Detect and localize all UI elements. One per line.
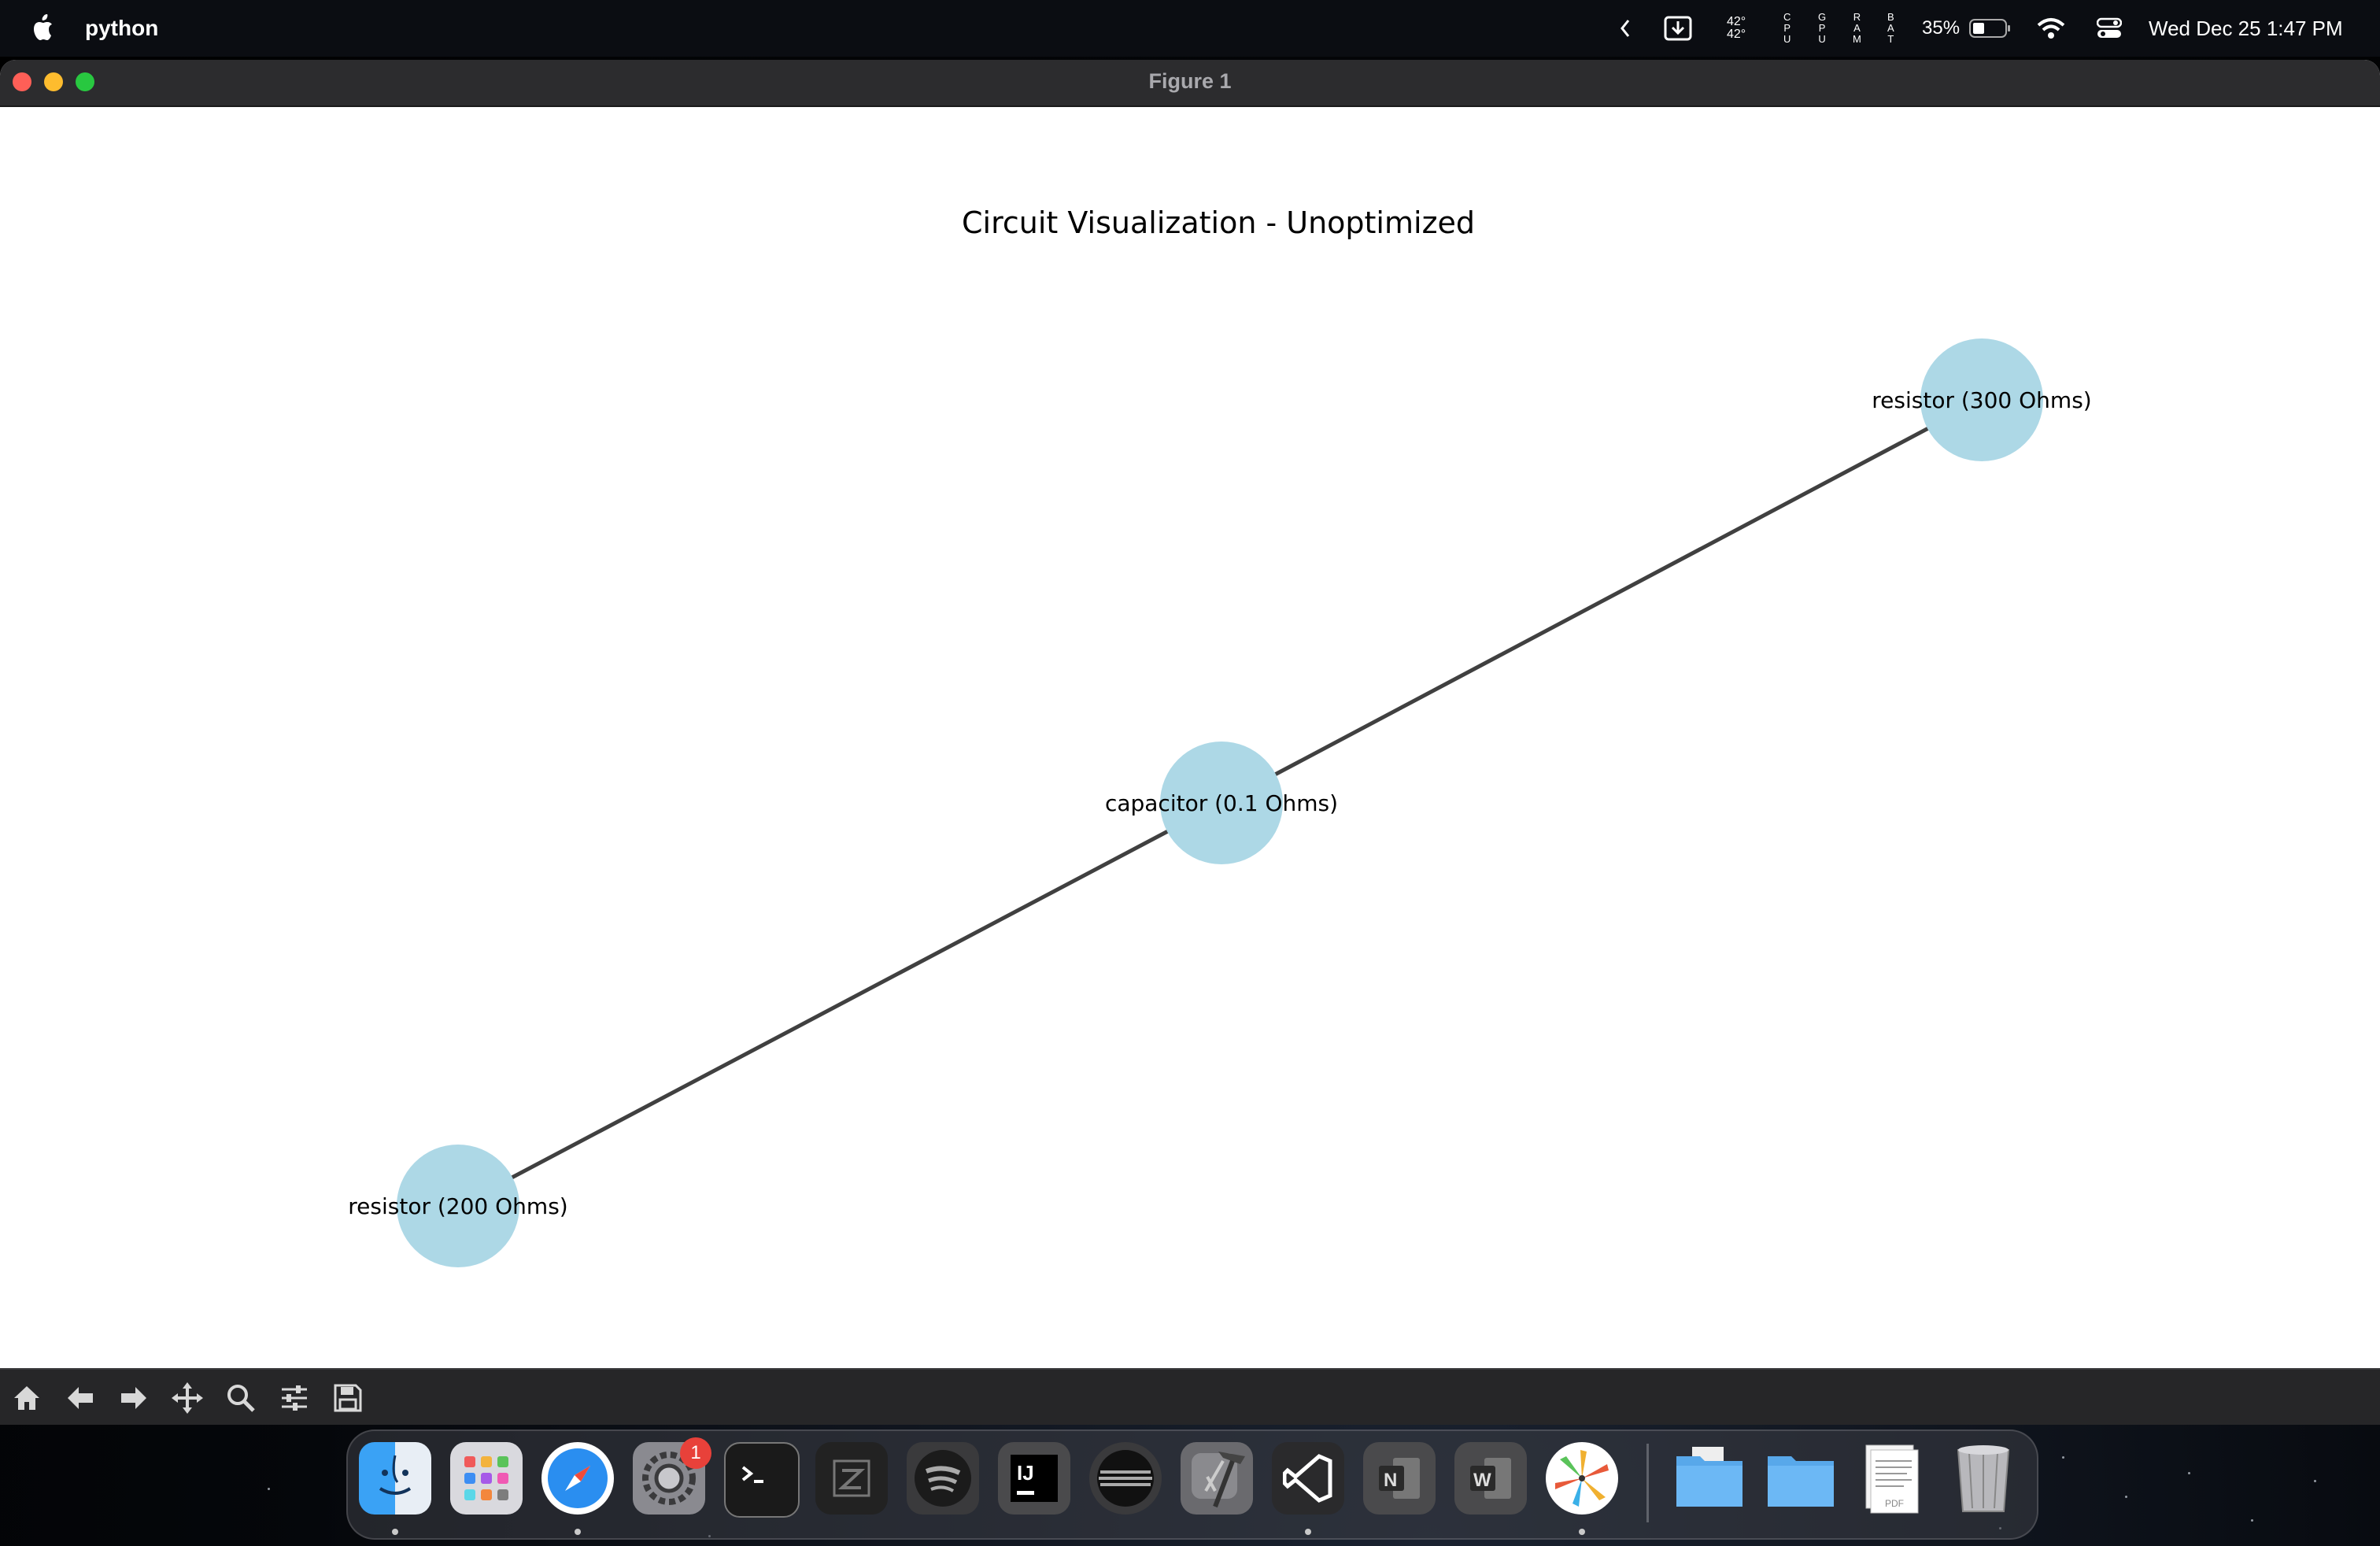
graph-node-label: resistor (200 Ohms)	[348, 1193, 567, 1219]
chevron-left-icon[interactable]	[1618, 0, 1632, 57]
dock: 1 IJ N W PDF	[346, 1429, 2038, 1540]
window-titlebar[interactable]: Figure 1	[0, 60, 2380, 107]
forward-icon[interactable]	[110, 1376, 157, 1420]
launchpad-icon[interactable]	[450, 1442, 523, 1515]
pinwheel-running-indicator	[1579, 1529, 1585, 1535]
graph-node-label: resistor (300 Ohms)	[1872, 387, 2091, 413]
safari-icon[interactable]	[541, 1442, 614, 1515]
matplotlib-toolbar	[0, 1368, 2380, 1425]
system-settings-icon[interactable]: 1	[633, 1437, 711, 1515]
pan-icon[interactable]	[164, 1376, 211, 1420]
pinwheel-app-icon[interactable]	[1546, 1442, 1618, 1515]
word-icon[interactable]: W	[1454, 1442, 1527, 1515]
vscode-icon[interactable]	[1272, 1442, 1344, 1515]
mission-control-icon[interactable]	[1089, 1442, 1162, 1515]
graph-node	[1160, 742, 1283, 864]
intellij-idea-icon[interactable]: IJ	[998, 1442, 1070, 1515]
graph-node	[397, 1145, 519, 1267]
pdf-document-icon[interactable]: PDF	[1856, 1442, 1928, 1515]
home-icon[interactable]	[3, 1376, 50, 1420]
zed-editor-icon[interactable]	[815, 1442, 888, 1515]
save-icon[interactable]	[324, 1376, 371, 1420]
control-center-icon[interactable]	[2097, 0, 2122, 57]
figure-window: Figure 1 Circuit Visualization - Unoptim…	[0, 60, 2380, 1425]
close-window-button[interactable]	[13, 72, 31, 91]
graph-edge	[1220, 398, 1983, 805]
zoom-icon[interactable]	[217, 1376, 264, 1420]
svg-text:N: N	[1384, 1470, 1397, 1491]
terminal-icon[interactable]	[724, 1442, 800, 1518]
configure-icon[interactable]	[271, 1376, 318, 1420]
figure-title: Circuit Visualization - Unoptimized	[962, 205, 1475, 240]
svg-text:W: W	[1473, 1470, 1491, 1491]
temp-top: 42°	[1727, 15, 1746, 28]
xcode-icon[interactable]	[1181, 1442, 1253, 1515]
zoom-window-button[interactable]	[76, 72, 94, 91]
menubar-clock[interactable]: Wed Dec 25 1:47 PM	[2149, 16, 2343, 40]
safari-running-indicator	[575, 1529, 581, 1535]
temp-bottom: 42°	[1727, 28, 1746, 41]
vscode-running-indicator	[1305, 1529, 1311, 1535]
battery-percent[interactable]: 35%	[1922, 17, 1961, 39]
folder-icon[interactable]	[1765, 1442, 1837, 1515]
dock-divider	[1646, 1444, 1649, 1522]
download-icon[interactable]	[1664, 0, 1692, 57]
circuit-graph: Circuit Visualization - Unoptimized resi…	[348, 205, 2092, 1267]
graph-node-label: capacitor (0.1 Ohms)	[1105, 790, 1338, 816]
graph-node	[1920, 338, 2043, 461]
pdf-label: PDF	[1885, 1498, 1904, 1509]
app-menu-name[interactable]: python	[85, 16, 159, 40]
graph-edge	[456, 801, 1223, 1208]
spotify-icon[interactable]	[907, 1442, 979, 1515]
finder-running-indicator	[392, 1529, 398, 1535]
window-title: Figure 1	[1148, 69, 1232, 93]
finder-icon[interactable]	[359, 1442, 431, 1515]
onenote-icon[interactable]: N	[1363, 1442, 1436, 1515]
svg-text:IJ: IJ	[1017, 1461, 1034, 1485]
notification-badge: 1	[680, 1437, 711, 1469]
figure-canvas[interactable]: Circuit Visualization - Unoptimized resi…	[0, 107, 2380, 1367]
trash-icon[interactable]	[1947, 1442, 2020, 1515]
minimize-window-button[interactable]	[44, 72, 63, 91]
wifi-icon[interactable]	[2037, 0, 2065, 57]
back-icon[interactable]	[57, 1376, 104, 1420]
battery-icon[interactable]	[1969, 0, 2012, 57]
temperature-readout: 42° 42°	[1727, 0, 1746, 57]
documents-folder-icon[interactable]	[1673, 1442, 1746, 1515]
apple-logo-icon[interactable]	[28, 13, 58, 44]
